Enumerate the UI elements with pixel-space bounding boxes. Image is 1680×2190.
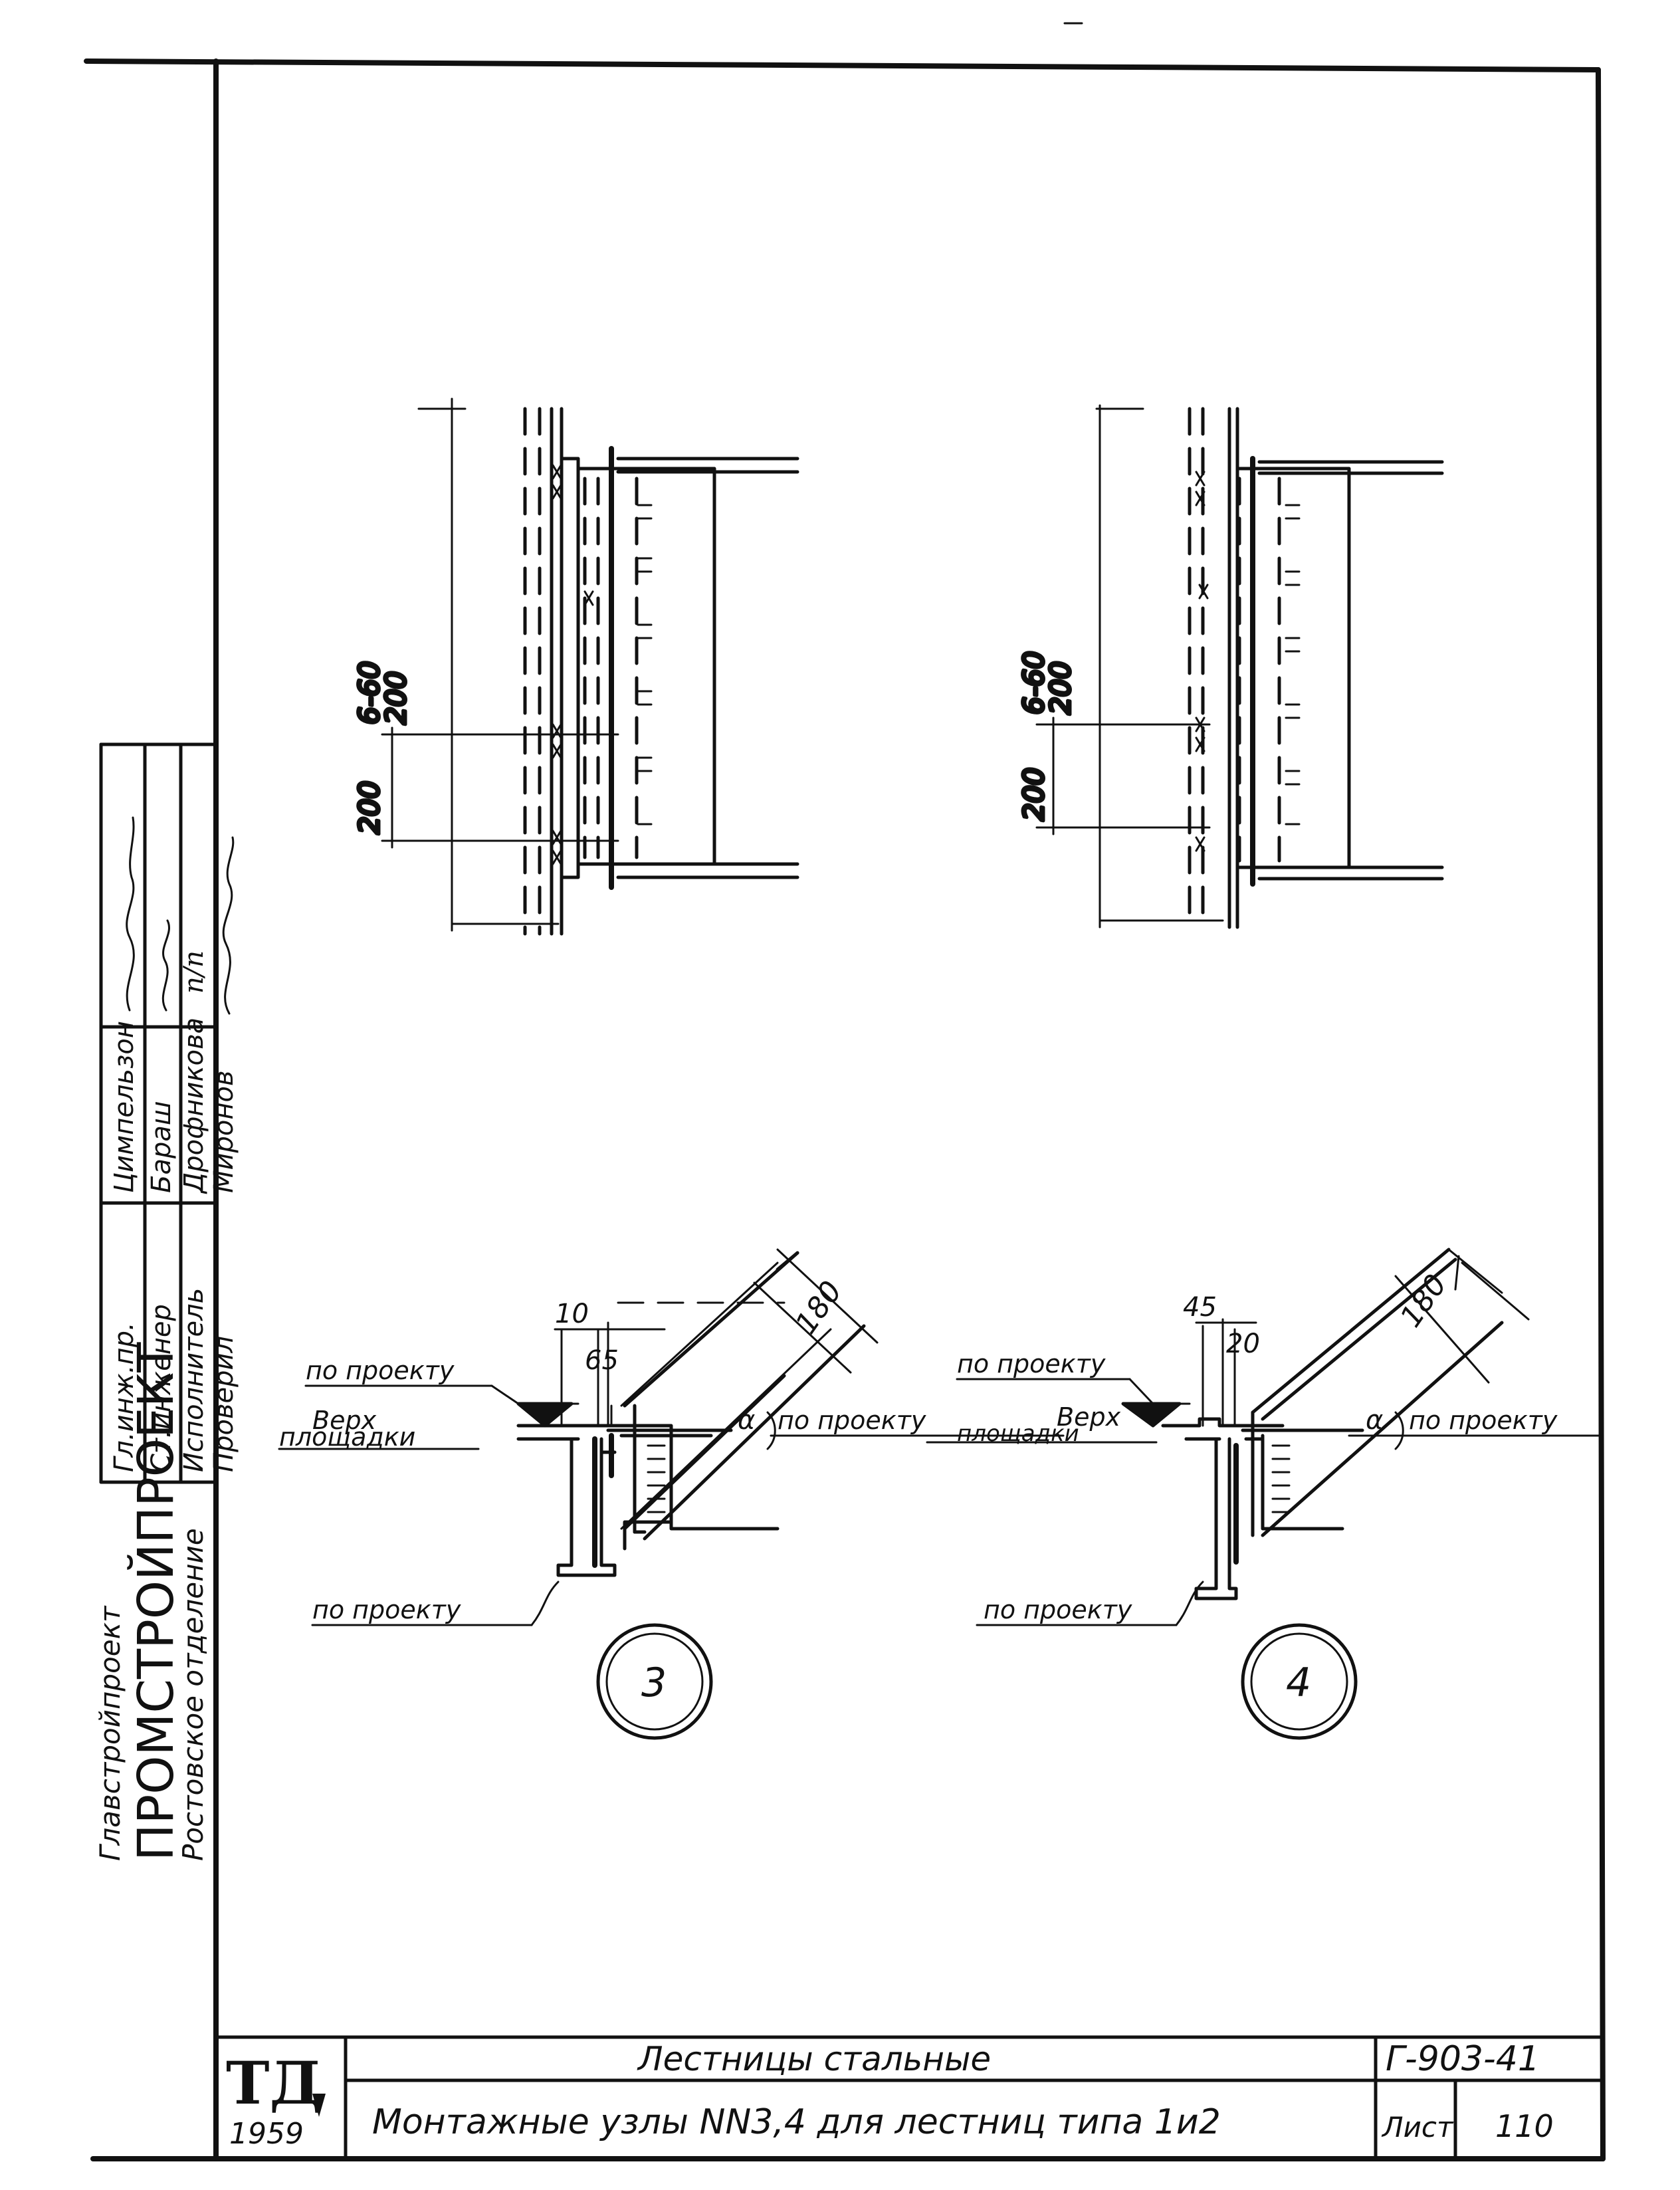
node-4-number: 4 bbox=[1286, 1660, 1311, 1706]
node3-dim-65: 65 bbox=[585, 1345, 619, 1376]
title-logo: ТД bbox=[226, 2048, 322, 2118]
ur-dim-c: 200 bbox=[1017, 768, 1050, 821]
stamp-name-4: Миронов bbox=[209, 1070, 239, 1193]
side-stamp: Гл.инж.пр. Ст.инженер Исполнитель Провер… bbox=[94, 742, 239, 1861]
ul-dim-b: 200 bbox=[379, 671, 412, 724]
stamp-role-2: Ст.инженер bbox=[146, 1304, 177, 1472]
stamp-org-small: Главстройпроект bbox=[94, 1605, 126, 1861]
ul-dim-c: 200 bbox=[353, 781, 385, 834]
node4-label-angle-project: по проекту bbox=[1409, 1406, 1558, 1435]
stamp-name-3: Дрофникова bbox=[179, 1018, 209, 1194]
node3-label-project-bottom: по проекту bbox=[312, 1595, 461, 1624]
stamp-role-4: Проверил bbox=[209, 1336, 239, 1472]
upper-right-detail: 6-60 200 200 bbox=[1016, 404, 1444, 929]
node4-label-project-bottom: по проекту bbox=[984, 1595, 1132, 1624]
node3-dim-10: 10 bbox=[555, 1299, 589, 1329]
ur-dim-a: 6-60 bbox=[1017, 651, 1050, 714]
node3-label-angle-project: по проекту bbox=[778, 1406, 926, 1435]
signature-4 bbox=[222, 836, 235, 1015]
node3-label-project-top: по проекту bbox=[306, 1356, 455, 1385]
ul-dim-a: 6-60 bbox=[353, 661, 385, 724]
stamp-role-1: Гл.инж.пр. bbox=[109, 1322, 140, 1472]
node-3-detail bbox=[278, 1248, 1065, 1740]
node-3-number: 3 bbox=[641, 1660, 667, 1706]
stamp-org-large: ПРОМСТРОЙПРОЕКТ bbox=[126, 1342, 185, 1861]
ur-dim-b: 200 bbox=[1044, 661, 1077, 714]
node4-dim-20: 20 bbox=[1226, 1329, 1260, 1359]
logo-arrow-icon bbox=[312, 2094, 326, 2117]
stamp-name-1: Цимпельзон bbox=[109, 1021, 140, 1193]
title-block bbox=[214, 2035, 1605, 2161]
node-4-detail bbox=[926, 1248, 1603, 1740]
title-year: 1959 bbox=[229, 2117, 304, 2151]
node3-label-top2: площадки bbox=[279, 1422, 415, 1452]
title-bottom: Монтажные узлы NN3,4 для лестниц типа 1и… bbox=[372, 2102, 1221, 2142]
node4-label-project-top: по проекту bbox=[957, 1349, 1106, 1378]
sheet-label: Лист bbox=[1381, 2111, 1454, 2143]
title-top: Лестницы стальные bbox=[637, 2040, 991, 2078]
signature-2 bbox=[161, 919, 170, 1012]
node4-label-top2: площадки bbox=[957, 1420, 1079, 1447]
node4-label-top1: Верх bbox=[1057, 1402, 1121, 1432]
node3-label-angle: α bbox=[738, 1405, 755, 1436]
node3-label-top1: Верх bbox=[312, 1406, 377, 1435]
node4-label-angle: α bbox=[1366, 1405, 1383, 1436]
signature-1 bbox=[126, 816, 135, 1012]
upper-left-detail: 6-60 200 200 bbox=[352, 397, 799, 936]
stamp-branch: Ростовское отделение bbox=[177, 1528, 209, 1861]
stamp-signature-pp: п/п bbox=[179, 950, 209, 994]
drawing-code: Г-903-41 bbox=[1386, 2039, 1540, 2079]
stamp-name-2: Бараш bbox=[146, 1101, 177, 1193]
stamp-role-3: Исполнитель bbox=[179, 1288, 209, 1472]
node4-dim-180: 180 bbox=[1394, 1268, 1453, 1333]
sheet-frame bbox=[84, 22, 1606, 2161]
node4-dim-45: 45 bbox=[1183, 1292, 1217, 1323]
sheet-number: 110 bbox=[1495, 2108, 1554, 2144]
